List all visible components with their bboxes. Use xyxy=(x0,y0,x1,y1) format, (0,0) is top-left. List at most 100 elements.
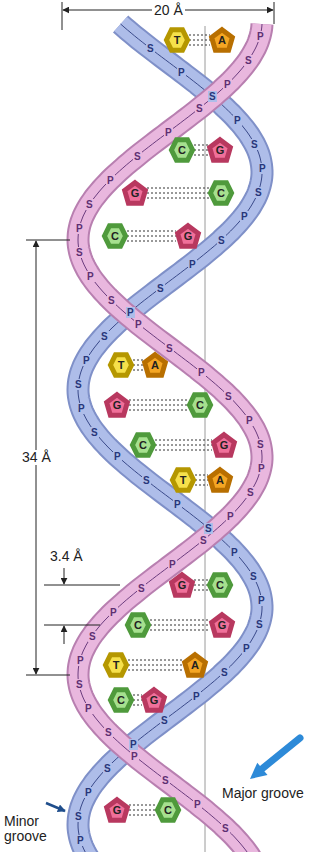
base-letter: C xyxy=(117,694,125,706)
backbone-letter: S xyxy=(246,487,255,498)
backbone-line xyxy=(78,24,262,852)
backbone-letter: S xyxy=(220,667,229,678)
backbone-letter: P xyxy=(82,355,91,366)
nucleotide-base: A xyxy=(211,29,233,51)
nucleotide-base: G xyxy=(211,614,233,636)
base-letter: A xyxy=(218,34,226,46)
base-letter: G xyxy=(184,230,193,242)
nucleotide-base: G xyxy=(124,182,146,204)
hydrogen-bond xyxy=(150,620,210,630)
nucleotide-base: A xyxy=(184,654,206,676)
backbone-letter: P xyxy=(256,31,265,42)
backbone-letter: P xyxy=(188,259,197,270)
dimension-label: 3.4 Å xyxy=(48,549,85,564)
nucleotide-base: G xyxy=(177,225,199,247)
base-shape xyxy=(144,690,165,711)
backbone-letter: P xyxy=(258,163,267,174)
base-shape xyxy=(125,183,146,204)
base-letter: G xyxy=(218,619,227,631)
backbone-letter: S xyxy=(74,379,83,390)
base-letter: G xyxy=(178,579,187,591)
backbone-letter: P xyxy=(134,319,143,330)
base-shape xyxy=(110,355,131,376)
base-letter: G xyxy=(150,694,159,706)
hydrogen-bond xyxy=(194,145,208,155)
base-letter: C xyxy=(217,187,225,199)
nucleotide-base: C xyxy=(104,225,126,247)
backbone-letter: S xyxy=(88,631,97,642)
dimension-tick xyxy=(26,240,70,241)
hydrogen-bond xyxy=(129,805,156,815)
backbone-letter: S xyxy=(75,247,84,258)
backbone-letter: P xyxy=(242,643,251,654)
nucleotide-base: G xyxy=(171,574,193,596)
backbone-letter: P xyxy=(226,511,235,522)
backbone-letter: P xyxy=(240,211,249,222)
backbone-letter: P xyxy=(76,655,85,666)
base-letter: G xyxy=(113,804,122,816)
nucleotide-base: T xyxy=(110,354,132,376)
backbone-letter: P xyxy=(177,67,186,78)
base-shape xyxy=(210,183,231,204)
base-letter: C xyxy=(216,579,224,591)
backbone-letter: S xyxy=(103,763,112,774)
base-shape xyxy=(214,435,235,456)
dimension-arrow xyxy=(64,626,65,644)
base-shape xyxy=(178,226,199,247)
groove-label: Major groove xyxy=(220,786,306,801)
base-shape xyxy=(107,395,128,416)
nucleotide-base: C xyxy=(171,139,193,161)
nucleotide-base: T xyxy=(166,29,188,51)
helix-axis xyxy=(205,26,206,852)
backbone-letter: P xyxy=(126,307,135,318)
base-letter: C xyxy=(196,399,204,411)
backbone-letter: P xyxy=(76,835,85,846)
base-letter: T xyxy=(180,474,187,486)
backbone-line xyxy=(78,24,262,852)
backbone-letter: S xyxy=(224,391,233,402)
backbone-letter: S xyxy=(199,535,208,546)
base-letter: C xyxy=(178,144,186,156)
dimension-tick xyxy=(274,2,275,24)
backbone-letter: S xyxy=(85,199,94,210)
base-letter: G xyxy=(113,399,122,411)
base-shape xyxy=(212,615,233,636)
base-letter: C xyxy=(134,619,142,631)
dimension-tick xyxy=(26,675,70,676)
strand-ribbon xyxy=(78,24,262,852)
backbone-letter: P xyxy=(77,403,86,414)
backbone-letter: P xyxy=(129,739,138,750)
hydrogen-bond xyxy=(195,475,208,485)
base-shape xyxy=(172,470,193,491)
base-letter: A xyxy=(151,359,159,371)
base-shape xyxy=(210,470,231,491)
backbone-letter: P xyxy=(75,223,84,234)
backbone-letter: S xyxy=(244,55,253,66)
backbone-letter: P xyxy=(257,463,266,474)
backbone-letter: P xyxy=(113,451,122,462)
base-letter: A xyxy=(216,474,224,486)
nucleotide-base: G xyxy=(209,139,231,161)
nucleotide-base: G xyxy=(213,434,235,456)
dimension-arrow xyxy=(64,568,65,584)
nucleotide-base: C xyxy=(132,434,154,456)
base-shape xyxy=(104,226,125,247)
pointer-arrow xyxy=(263,738,300,768)
pointer-arrow-head xyxy=(250,763,268,779)
backbone-letter: S xyxy=(254,187,263,198)
base-letter: T xyxy=(118,359,125,371)
backbone-letter: S xyxy=(204,523,213,534)
base-letter: C xyxy=(139,439,147,451)
dimension-tick xyxy=(62,2,63,30)
base-shape xyxy=(166,30,187,51)
backbone-letter: P xyxy=(173,499,182,510)
hydrogen-bond xyxy=(155,440,212,450)
backbone-letter: S xyxy=(75,679,84,690)
hydrogen-bond xyxy=(189,35,210,45)
backbone-letter: P xyxy=(84,787,93,798)
strand-ribbon xyxy=(78,24,262,852)
groove-label: Minor groove xyxy=(2,814,64,844)
backbone-letter: S xyxy=(156,283,165,294)
backbone-letter: P xyxy=(230,547,239,558)
